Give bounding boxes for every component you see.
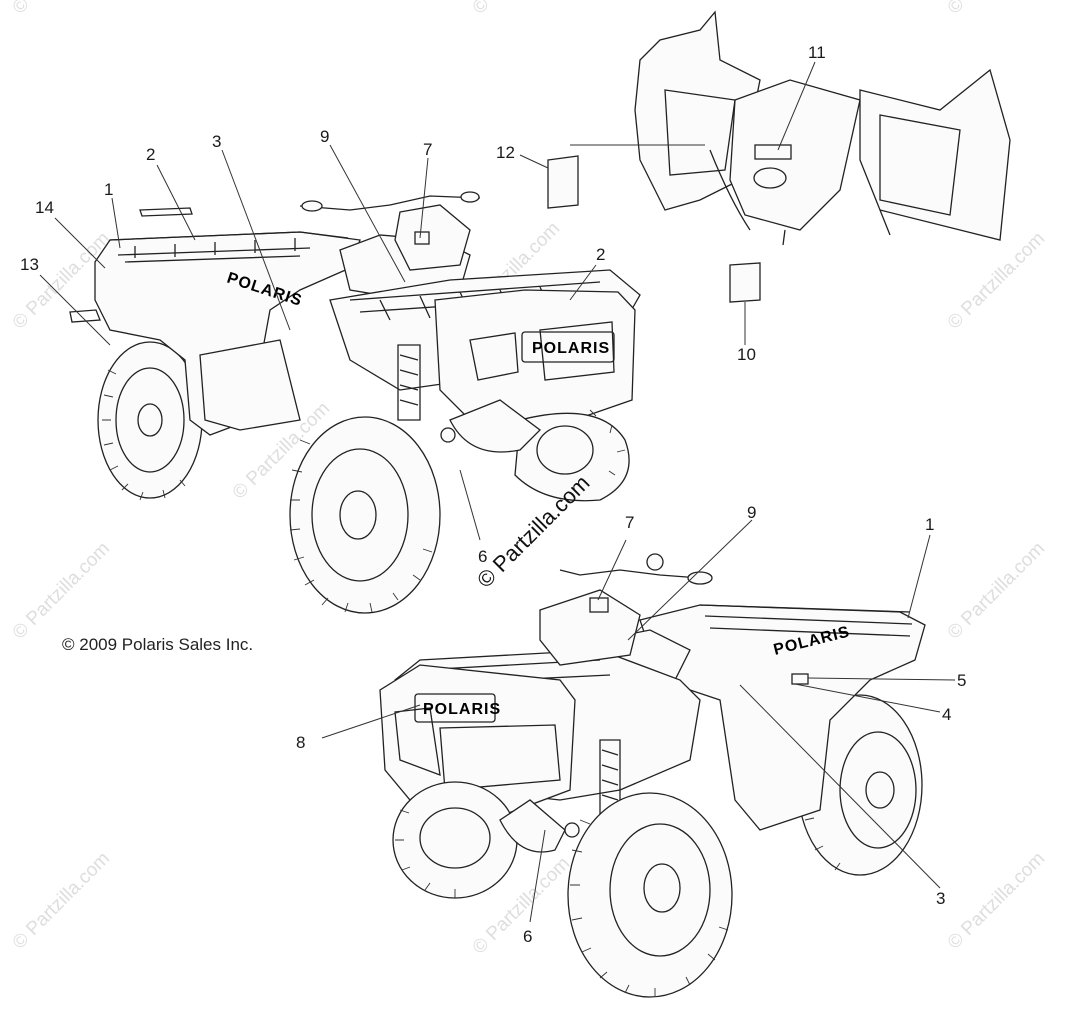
front-left-wheel-bottom: [392, 781, 518, 899]
callout-7: 7: [423, 140, 432, 159]
atv-rear-three-quarter-view: POLARIS POLARIS: [69, 191, 641, 614]
callout-6: 6: [478, 547, 487, 566]
front-right-wheel-bottom: [567, 792, 733, 998]
footwell: [199, 339, 301, 431]
callout-10: 10: [737, 345, 756, 364]
watermark: © Partzilla.com: [944, 228, 1049, 333]
callout-2: 2: [146, 145, 155, 164]
callout-2b: 2: [596, 245, 605, 264]
front-decal: POLARIS: [532, 340, 610, 357]
front-decal-bottom: POLARIS: [423, 701, 501, 718]
top-right-leaders: [519, 61, 816, 345]
callout-7-bottom: 7: [625, 513, 634, 532]
headlight-pod-bottom: [539, 589, 641, 666]
callout-11: 11: [808, 43, 826, 62]
callout-1-bottom: 1: [925, 515, 934, 534]
top-left-callouts: 2 1 3 9 7 14 13 2 6: [20, 127, 605, 566]
watermark: © Partzilla.com: [944, 0, 1049, 19]
top-left-leaders: [39, 144, 597, 541]
callout-4-bottom: 4: [942, 705, 951, 724]
callout-13: 13: [20, 255, 39, 274]
decal-13-outline: [69, 309, 101, 323]
watermark: © Partzilla.com: [469, 0, 574, 19]
headlight-pod: [394, 204, 471, 271]
watermark: © Partzilla.com: [9, 538, 114, 643]
copyright-notice: © 2009 Polaris Sales Inc.: [62, 635, 254, 654]
callout-3-bottom: 3: [936, 889, 945, 908]
front-left-wheel: [289, 416, 441, 614]
front-right-wheel: [514, 409, 630, 502]
callout-3: 3: [212, 132, 221, 151]
decal-10-outline: [729, 262, 761, 303]
watermark: © Partzilla.com: [944, 538, 1049, 643]
rear-left-wheel: [97, 341, 203, 501]
bottom-callouts: 7 9 1 5 4 8 3 6: [296, 503, 966, 946]
callout-8-bottom: 8: [296, 733, 305, 752]
callout-1: 1: [104, 180, 113, 199]
watermark: © Partzilla.com: [9, 848, 114, 953]
atv-front-three-quarter-view: POLARIS POLARIS: [379, 553, 926, 998]
bottom-leaders: [321, 519, 956, 923]
front-cowl-panel: [547, 10, 1011, 303]
front-grille-bottom: [379, 664, 576, 821]
front-grille: [434, 289, 636, 426]
callout-9: 9: [320, 127, 329, 146]
callout-6-bottom: 6: [523, 927, 532, 946]
watermark: © Partzilla.com: [9, 0, 114, 19]
callout-12: 12: [496, 143, 515, 162]
callout-5-bottom: 5: [957, 671, 966, 690]
watermark: © Partzilla.com: [944, 848, 1049, 953]
top-right-callouts: 11 12 10: [496, 43, 826, 364]
callout-14: 14: [35, 198, 54, 217]
decal-12-outline: [547, 155, 579, 209]
decal-2-outline: [139, 207, 193, 217]
handlebar: [299, 195, 481, 211]
handlebar-bottom: [559, 569, 701, 579]
callout-9-bottom: 9: [747, 503, 756, 522]
